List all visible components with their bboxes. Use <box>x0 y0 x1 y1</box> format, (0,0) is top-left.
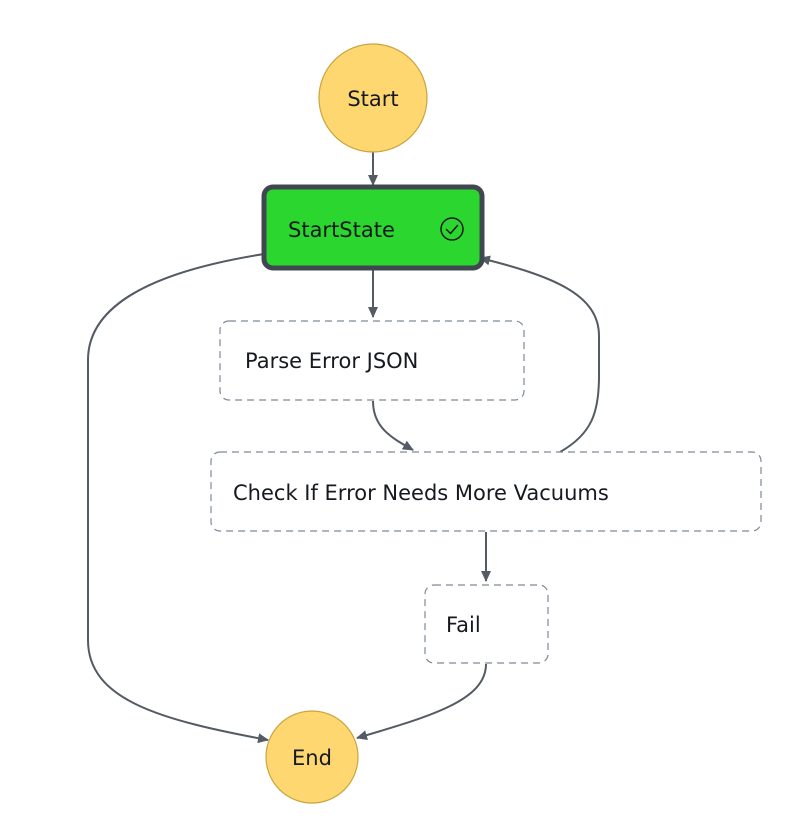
end-label: End <box>292 746 332 770</box>
edges <box>87 152 600 744</box>
check-error-box <box>210 451 762 532</box>
start-state-label: StartState <box>288 218 395 242</box>
parse-error-json-box <box>219 320 525 401</box>
edge-parse-error-json-to-check-error <box>372 400 414 451</box>
node-end[interactable]: End <box>265 710 359 804</box>
parse-error-json-label: Parse Error JSON <box>245 349 418 373</box>
node-start-state[interactable]: StartState <box>261 184 485 271</box>
start-circle <box>318 43 428 153</box>
start-state-box <box>261 184 485 271</box>
fail-label: Fail <box>446 613 481 637</box>
check-circle-icon <box>440 217 464 241</box>
node-parse-error-json[interactable]: Parse Error JSON <box>219 320 525 401</box>
node-start[interactable]: Start <box>318 43 428 153</box>
end-circle <box>265 710 359 804</box>
node-fail[interactable]: Fail <box>424 584 549 664</box>
start-label: Start <box>347 87 398 111</box>
fail-box <box>424 584 549 664</box>
node-check-error[interactable]: Check If Error Needs More Vacuums <box>210 451 762 532</box>
edge-check-error-to-startstate <box>479 255 600 453</box>
check-error-label: Check If Error Needs More Vacuums <box>233 481 609 505</box>
edge-startstate-to-end <box>87 253 269 744</box>
edge-fail-to-end <box>356 663 487 740</box>
